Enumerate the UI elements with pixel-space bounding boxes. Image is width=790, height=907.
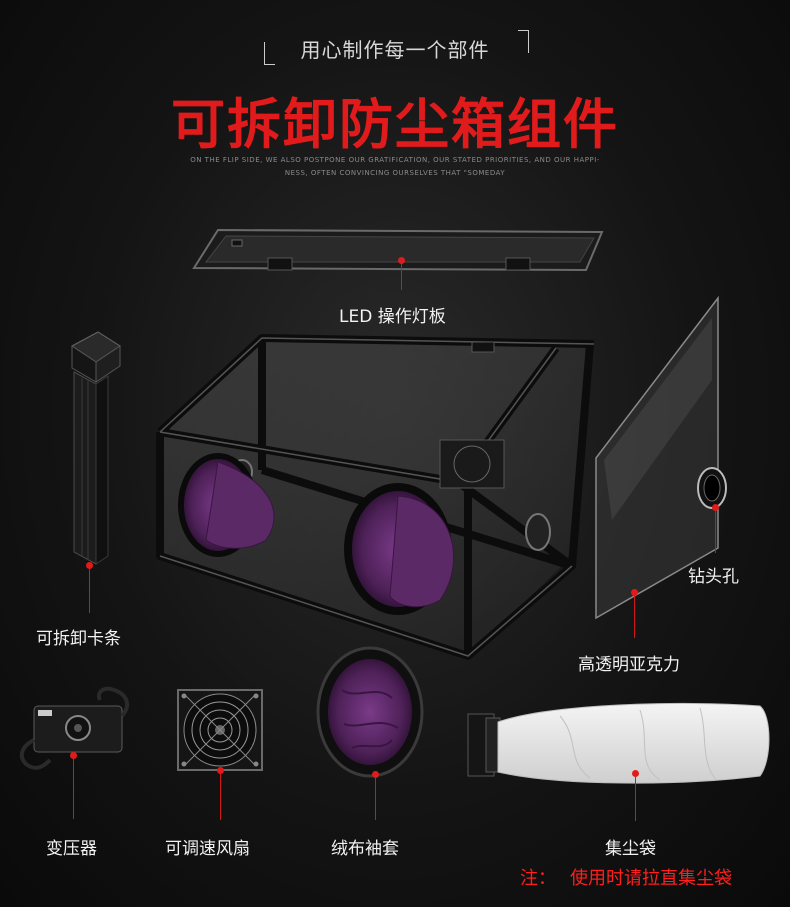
transformer-label: 变压器: [46, 839, 97, 859]
sleeve-leader: [375, 778, 376, 820]
usage-note-prefix: 注：: [520, 868, 556, 889]
rail-label: 可拆卸卡条: [36, 629, 121, 649]
fan-marker: [217, 767, 224, 774]
subtext: ON THE FLIP SIDE, WE ALSO POSTPONE OUR G…: [150, 154, 640, 180]
subtext-line-1: ON THE FLIP SIDE, WE ALSO POSTPONE OUR G…: [190, 156, 600, 164]
fan-label: 可调速风扇: [165, 839, 250, 859]
led-panel-marker: [398, 257, 405, 264]
rail-leader: [89, 569, 90, 613]
dust-bag-label: 集尘袋: [605, 839, 656, 859]
tagline-bracket-left: [264, 42, 275, 65]
fan-leader: [220, 774, 221, 820]
acrylic-panel: [595, 295, 727, 620]
transformer-leader: [73, 759, 74, 819]
fan: [177, 689, 263, 771]
dust-bag-marker: [632, 770, 639, 777]
acrylic-marker: [631, 589, 638, 596]
tagline-bracket-right: [518, 30, 529, 53]
rail-marker: [86, 562, 93, 569]
dust-bag-leader: [635, 777, 636, 821]
drill-hole-label: 钻头孔: [688, 567, 739, 587]
usage-note-text: 使用时请拉直集尘袋: [570, 868, 732, 889]
led-panel-label: LED 操作灯板: [339, 307, 446, 327]
led-panel-leader: [401, 264, 402, 290]
dust-box: [156, 334, 595, 660]
usage-note: 注： 使用时请拉直集尘袋: [520, 864, 732, 890]
subtext-line-2: NESS, OFTEN CONVINCING OURSELVES THAT "S…: [284, 169, 506, 177]
page-title: 可拆卸防尘箱组件: [171, 93, 619, 156]
sleeve-label: 绒布袖套: [331, 839, 399, 859]
tagline: 用心制作每一个部件: [300, 38, 490, 62]
sleeve-marker: [372, 771, 379, 778]
detachable-rail: [71, 331, 121, 565]
acrylic-label: 高透明亚克力: [578, 655, 680, 675]
led-panel: [192, 228, 604, 272]
transformer: [19, 686, 130, 770]
transformer-marker: [70, 752, 77, 759]
acrylic-leader: [634, 596, 635, 638]
velvet-sleeve: [316, 646, 424, 778]
drill-hole-leader: [715, 511, 716, 553]
drill-hole-marker: [712, 504, 719, 511]
dust-bag: [467, 702, 770, 784]
